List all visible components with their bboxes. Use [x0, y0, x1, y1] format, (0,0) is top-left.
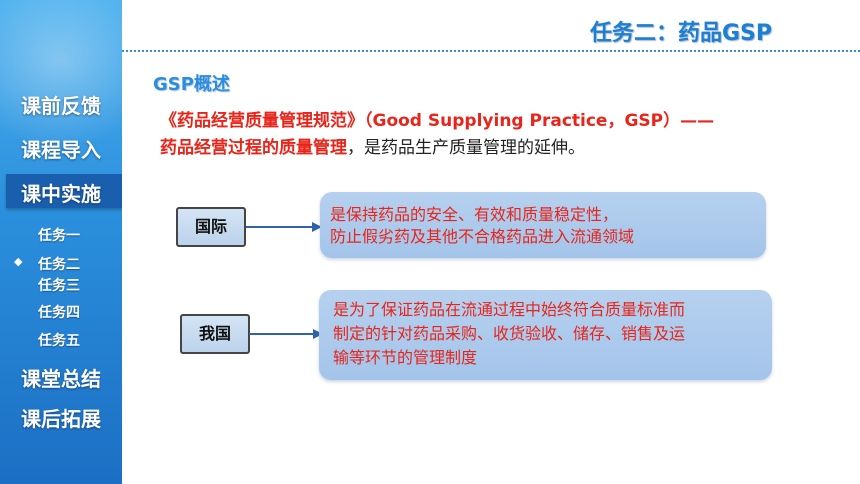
page-title: 任务二：药品GSP — [589, 21, 772, 46]
info-line: 制定的针对药品采购、收货验收、储存、销售及运 — [333, 324, 686, 343]
sidebar-item-after-class[interactable]: 课后拓展 — [21, 407, 101, 431]
title-divider — [122, 50, 860, 52]
info-line: 输等环节的管理制度 — [333, 348, 478, 367]
label-international: 国际 — [176, 207, 246, 247]
arrow-right-icon — [246, 222, 322, 232]
sidebar-shine — [0, 0, 122, 150]
sidebar-active-highlight — [6, 174, 122, 208]
sidebar-subitem-task-2[interactable]: 任务二 — [38, 257, 80, 273]
intro-rest-text: ，是药品生产质量管理的延伸。 — [347, 138, 585, 158]
sidebar-subitem-task-1[interactable]: 任务一 — [38, 228, 80, 244]
sidebar-item-class-summary[interactable]: 课堂总结 — [21, 367, 101, 391]
label-china: 我国 — [180, 314, 250, 354]
info-line: 防止假劣药及其他不合格药品进入流通领域 — [330, 227, 635, 246]
sidebar-subitem-task-5[interactable]: 任务五 — [38, 333, 80, 349]
intro-highlight-text: 药品经营过程的质量管理 — [160, 138, 347, 158]
sidebar-item-in-class[interactable]: 课中实施 — [21, 182, 101, 206]
info-box-international: 是保持药品的安全、有效和质量稳定性， 防止假劣药及其他不合格药品进入流通领域 — [320, 192, 766, 258]
info-line: 是为了保证药品在流通过程中始终符合质量标准而 — [333, 300, 686, 319]
sidebar-nav: 课前反馈 课程导入 课中实施 任务一 ◆ 任务二 任务三 任务四 任务五 课堂总… — [0, 0, 122, 484]
intro-title-text: 《药品经营质量管理规范》（Good Supplying Practice，GSP… — [160, 111, 715, 131]
sidebar-subitem-task-3[interactable]: 任务三 — [38, 278, 80, 294]
info-box-china: 是为了保证药品在流通过程中始终符合质量标准而 制定的针对药品采购、收货验收、储存… — [319, 290, 772, 380]
arrow-right-icon — [249, 329, 323, 339]
section-heading: GSP概述 — [153, 74, 230, 95]
info-line: 是保持药品的安全、有效和质量稳定性， — [330, 205, 619, 224]
active-bullet-icon: ◆ — [14, 255, 23, 268]
intro-paragraph: 《药品经营质量管理规范》（Good Supplying Practice，GSP… — [160, 108, 840, 162]
sidebar-item-pre-class-feedback[interactable]: 课前反馈 — [21, 94, 101, 118]
sidebar-item-course-intro[interactable]: 课程导入 — [21, 138, 101, 162]
sidebar-subitem-task-4[interactable]: 任务四 — [38, 305, 80, 321]
